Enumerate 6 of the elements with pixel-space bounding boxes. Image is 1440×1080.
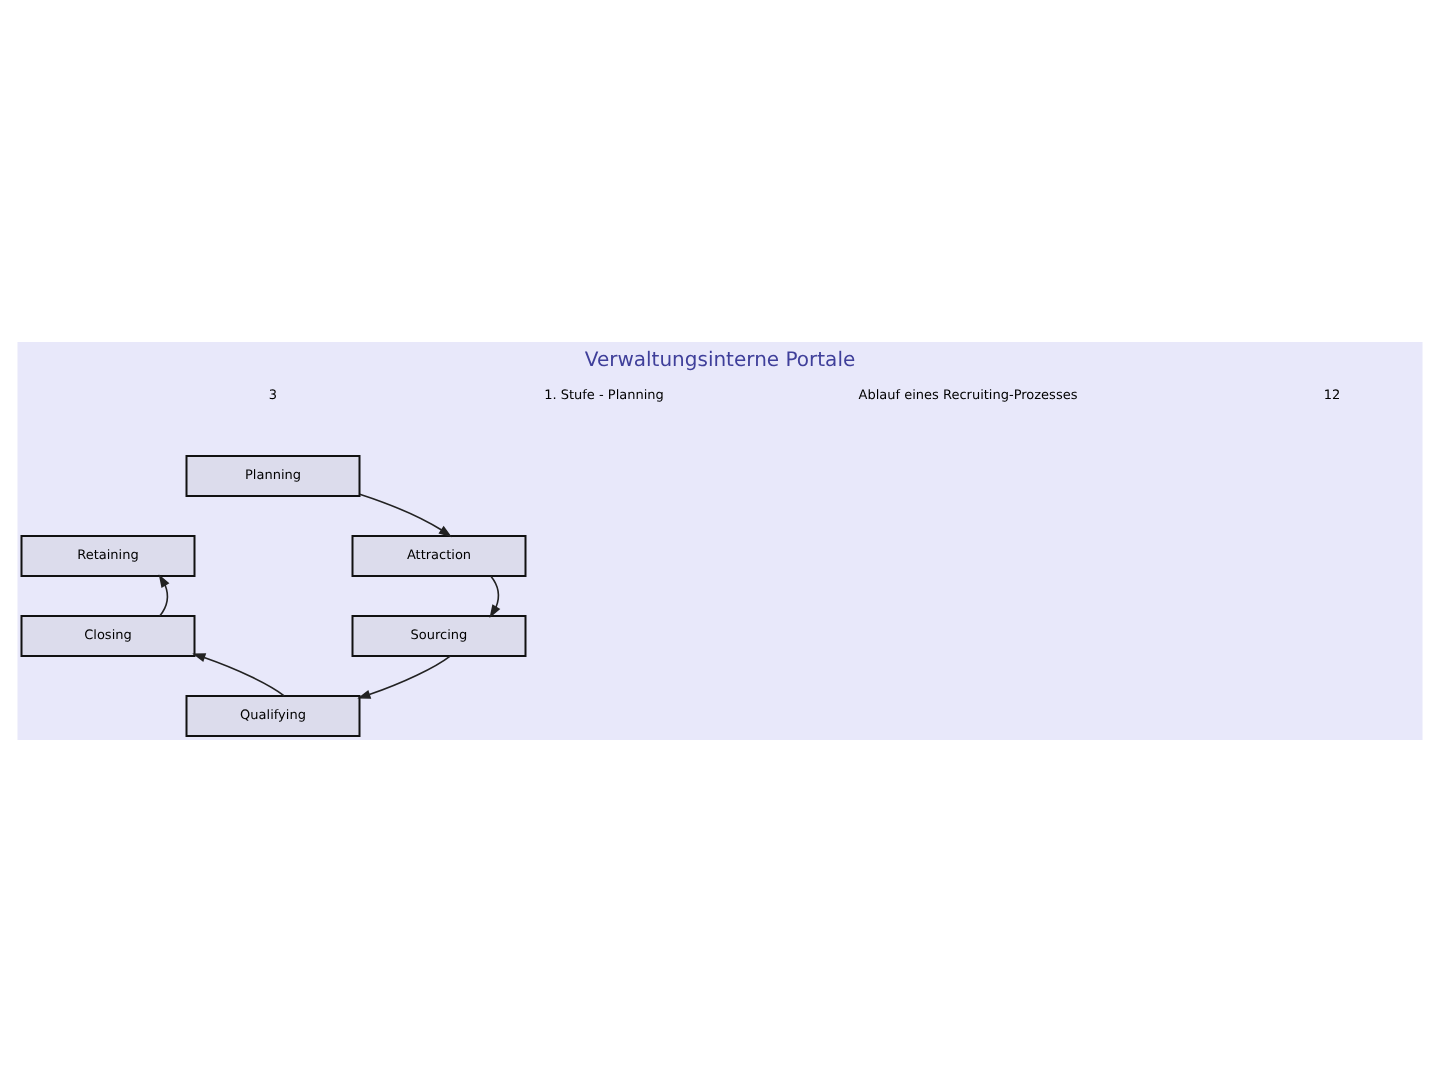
arrow — [489, 574, 501, 617]
arrow — [358, 492, 452, 537]
arrow — [192, 652, 285, 696]
arrow — [357, 654, 451, 698]
arrow — [158, 573, 170, 616]
diagram-title: Verwaltungsinterne Portale — [584, 349, 856, 371]
